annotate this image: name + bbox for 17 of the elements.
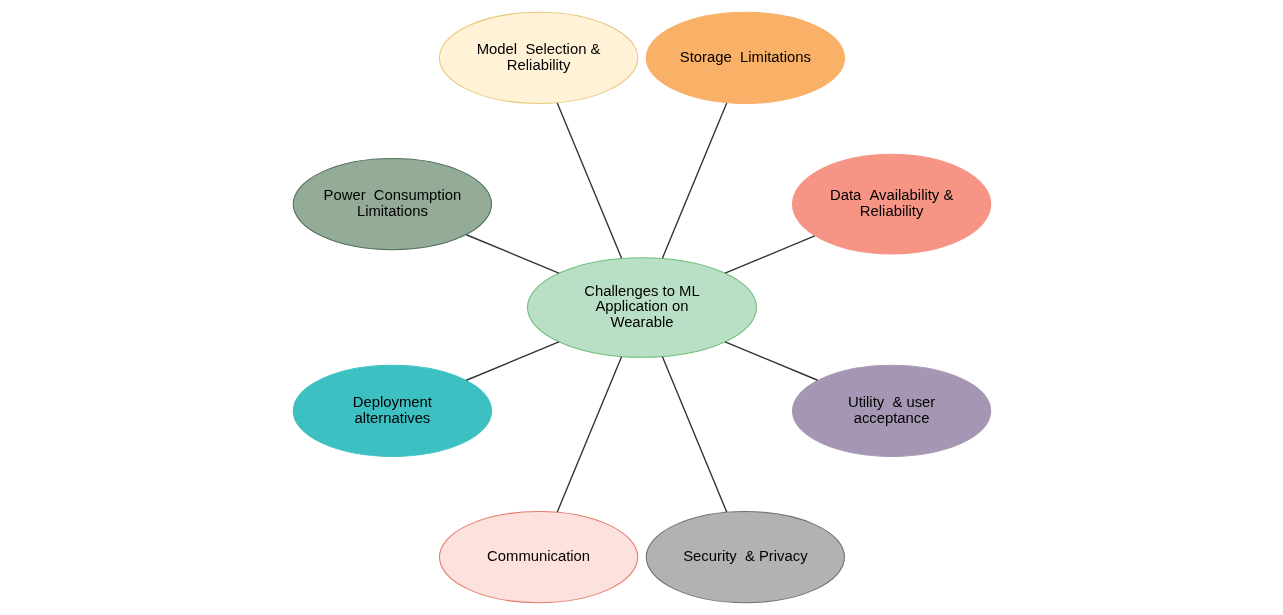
node-ellipse: Communication	[438, 511, 638, 604]
connector	[465, 234, 560, 274]
node-ellipse: Security & Privacy	[645, 511, 845, 604]
connector	[723, 341, 818, 381]
node-ellipse: Data Availability & Reliability	[791, 153, 991, 255]
node-ellipse: Challenges to ML Application on Wearable	[526, 257, 757, 358]
node-ellipse: Storage Limitations	[645, 11, 845, 104]
node-ellipse: Model Selection & Reliability	[438, 11, 638, 104]
connector	[556, 102, 622, 259]
connector	[661, 102, 727, 259]
connector	[723, 235, 815, 274]
connector	[661, 356, 727, 513]
connector	[556, 356, 622, 513]
node-ellipse: Power Consumption Limitations	[292, 158, 492, 251]
connector	[465, 341, 560, 381]
node-ellipse: Deployment alternatives	[292, 364, 492, 457]
node-ellipse: Utility & user acceptance	[791, 364, 991, 457]
